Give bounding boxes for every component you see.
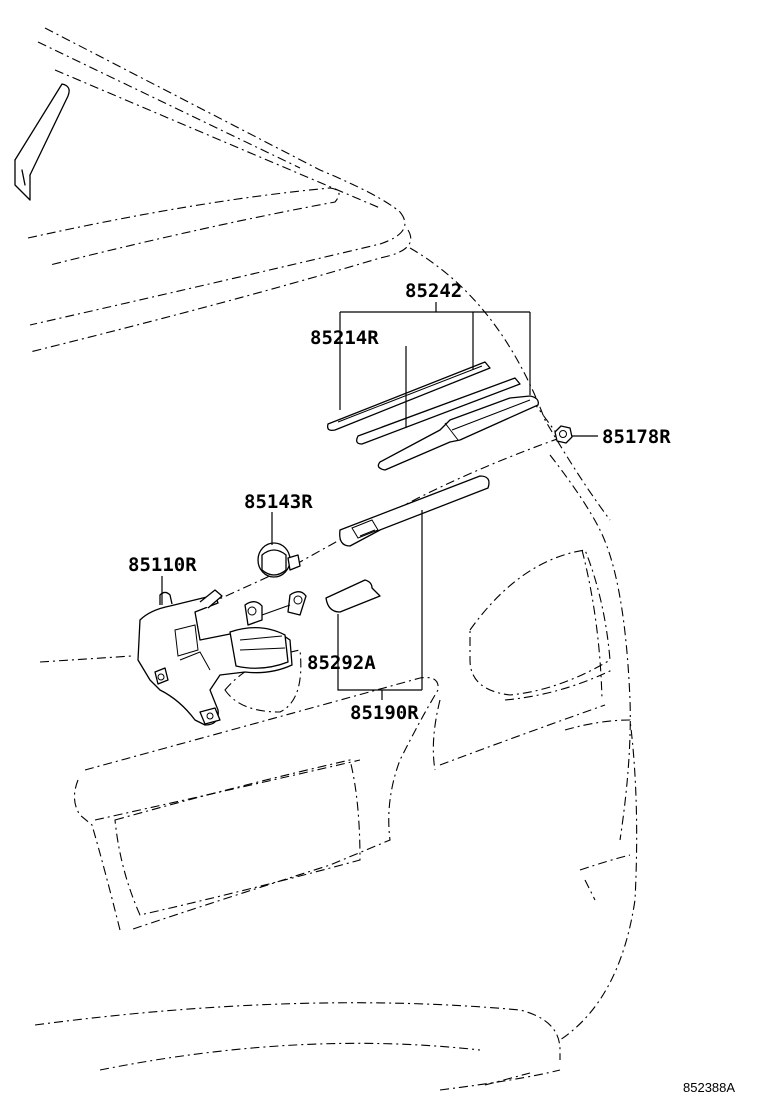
callout-85214R: 85214R bbox=[310, 327, 379, 349]
figure-reference-number: 852388A bbox=[683, 1080, 735, 1095]
wiper-blade-assy bbox=[356, 377, 539, 471]
wiper-motor bbox=[137, 589, 307, 726]
vehicle-body-outline bbox=[27, 27, 638, 1091]
arm-head-cover bbox=[325, 579, 381, 613]
callout-85242: 85242 bbox=[405, 280, 462, 302]
wiper-blade-refill bbox=[327, 361, 491, 432]
callout-85190R: 85190R bbox=[350, 702, 419, 724]
callout-85292A: 85292A bbox=[307, 652, 376, 674]
callout-85110R: 85110R bbox=[128, 554, 197, 576]
side-trim-strip bbox=[14, 83, 70, 201]
pivot-grommet bbox=[257, 542, 301, 578]
leader-lines bbox=[161, 302, 598, 700]
callout-85143R: 85143R bbox=[244, 491, 313, 513]
wiper-nut bbox=[554, 425, 573, 444]
callout-85178R: 85178R bbox=[602, 426, 671, 448]
wiper-arm bbox=[339, 475, 490, 547]
